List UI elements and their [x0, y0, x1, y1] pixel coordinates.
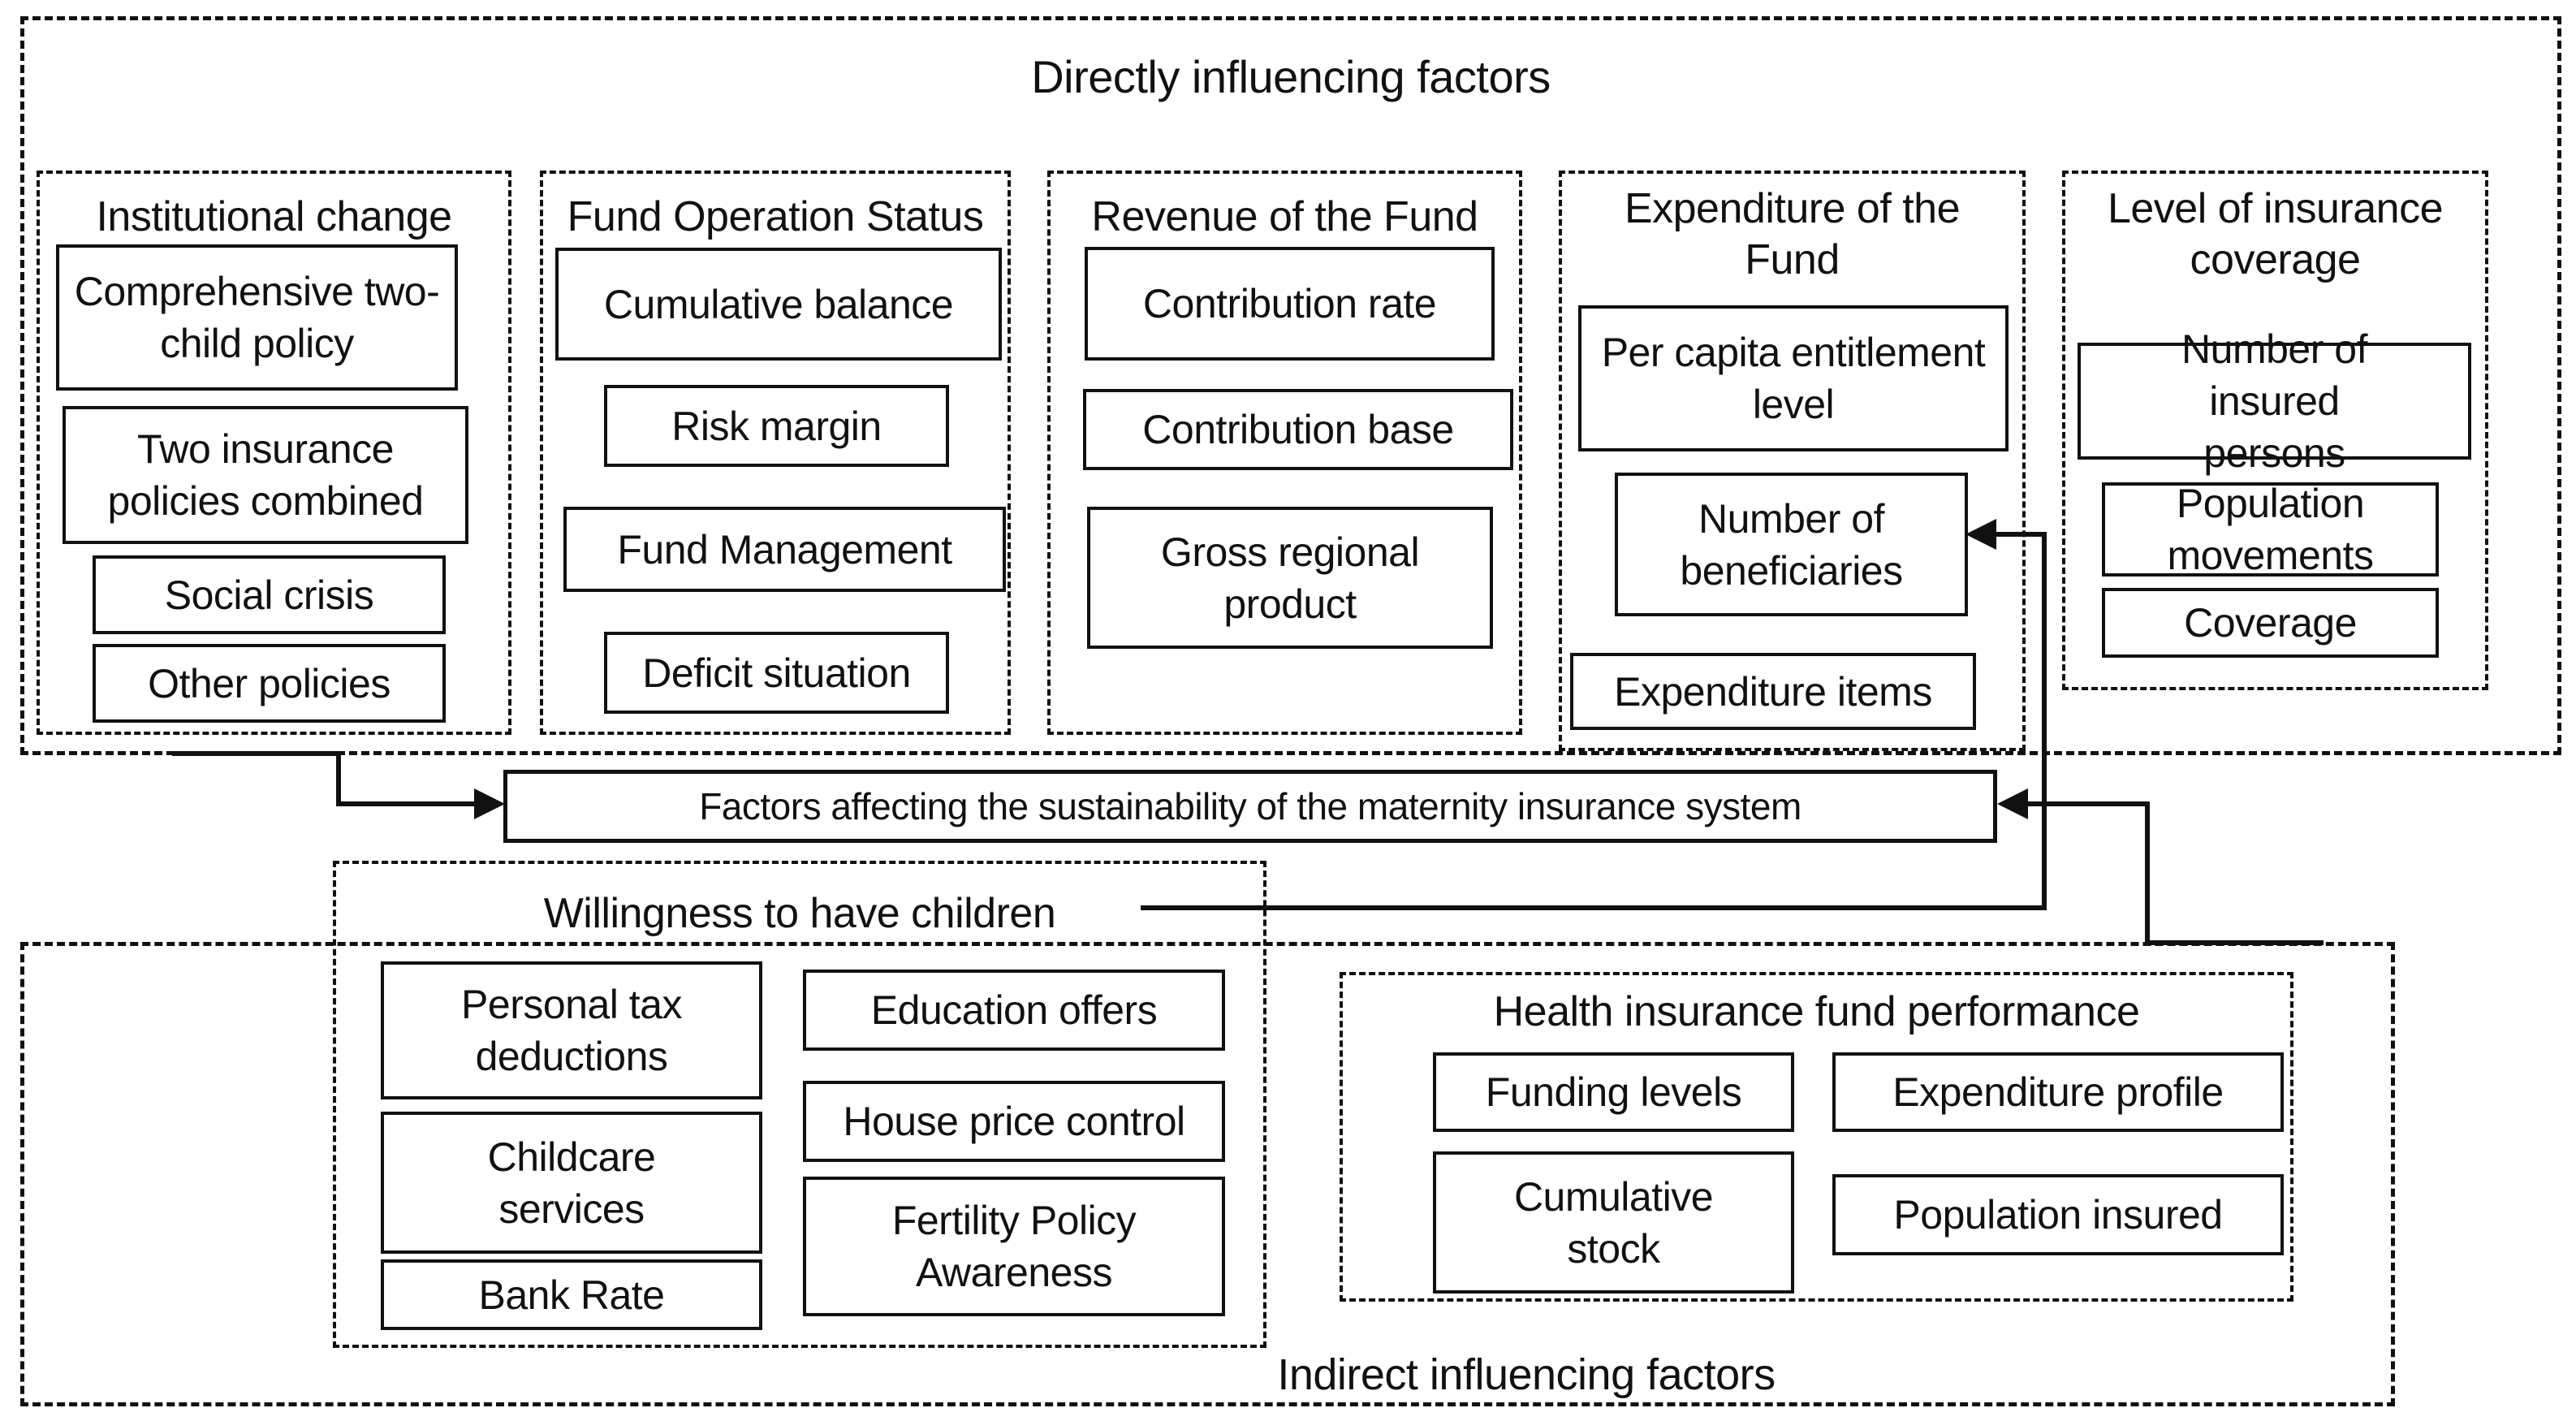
item-expenditure-items: Expenditure items	[1570, 653, 1976, 730]
arrowhead-into-central-right	[1997, 788, 2028, 819]
item-personal-tax-deductions: Personal tax deductions	[381, 961, 762, 1099]
connector-direct-horizontal	[336, 801, 479, 806]
item-house-price-control: House price control	[803, 1081, 1225, 1162]
item-fund-management: Fund Management	[563, 507, 1006, 592]
group-willingness-title: Willingness to have children	[543, 890, 1056, 937]
item-risk-margin: Risk margin	[604, 385, 949, 467]
group-institutional-change: Institutional change Comprehensive two-c…	[37, 171, 511, 735]
group-insurance-coverage-level-title: Level of insurance coverage	[2107, 185, 2444, 284]
group-insurance-coverage-level: Level of insurance coverage Number of in…	[2062, 171, 2488, 690]
arrowhead-into-beneficiaries	[1965, 519, 1996, 550]
item-social-crisis: Social crisis	[93, 555, 446, 634]
item-education-offers: Education offers	[803, 970, 1225, 1051]
connector-indirect-border-overlap	[2145, 940, 2324, 945]
item-number-of-beneficiaries: Number of beneficiaries	[1615, 473, 1968, 616]
connector-direct-vertical	[336, 751, 341, 806]
arrowhead-into-central-left	[474, 788, 505, 819]
indirect-factors-title: Indirect influencing factors	[1277, 1350, 1776, 1399]
item-funding-levels: Funding levels	[1433, 1052, 1794, 1132]
item-deficit-situation: Deficit situation	[604, 632, 949, 714]
item-population-insured: Population insured	[1832, 1174, 2284, 1255]
item-cumulative-balance: Cumulative balance	[555, 248, 1002, 361]
item-childcare-services: Childcare services	[381, 1112, 762, 1254]
group-expenditure-of-fund: Expenditure of the Fund Per capita entit…	[1559, 171, 2026, 751]
item-contribution-rate: Contribution rate	[1085, 247, 1495, 361]
item-other-policies: Other policies	[93, 644, 446, 723]
direct-factors-container	[20, 16, 2561, 755]
group-fund-operation-status-title: Fund Operation Status	[567, 193, 984, 240]
connector-willingness-to-beneficiaries	[1992, 532, 2047, 537]
central-factors-box: Factors affecting the sustainability of …	[503, 770, 1997, 843]
group-willingness-to-have-children: Willingness to have children Personal ta…	[333, 861, 1266, 1348]
group-expenditure-of-fund-title: Expenditure of the Fund	[1624, 185, 1961, 284]
group-fund-operation-status: Fund Operation Status Cumulative balance…	[540, 171, 1011, 735]
item-gross-regional-product: Gross regional product	[1087, 507, 1493, 649]
item-per-capita-entitlement-level: Per capita entitlement level	[1578, 305, 2009, 451]
item-number-of-insured-persons: Number of insured persons	[2078, 326, 2471, 476]
group-health-title: Health insurance fund performance	[1493, 988, 2140, 1035]
connector-indirect-vertical	[2145, 801, 2150, 945]
connector-willingness-vertical	[2042, 532, 2047, 910]
direct-factors-title: Directly influencing factors	[1031, 51, 1551, 102]
item-comprehensive-two-child-policy: Comprehensive two-child policy	[56, 244, 458, 391]
item-fertility-policy-awareness: Fertility Policy Awareness	[803, 1177, 1225, 1316]
item-two-insurance-policies-combined: Two insurance policies combined	[63, 406, 468, 544]
group-revenue-of-fund-title: Revenue of the Fund	[1091, 193, 1478, 240]
item-expenditure-profile: Expenditure profile	[1832, 1052, 2284, 1132]
indirect-factors-container	[20, 942, 2395, 1406]
item-bank-rate: Bank Rate	[381, 1259, 762, 1330]
connector-indirect-horizontal	[2025, 801, 2150, 806]
item-population-movements: Population movements	[2102, 481, 2439, 578]
item-coverage: Coverage	[2102, 588, 2439, 658]
connector-willingness-horizontal	[1141, 905, 2047, 910]
item-contribution-base: Contribution base	[1083, 389, 1513, 470]
item-cumulative-stock: Cumulative stock	[1433, 1151, 1794, 1294]
group-health-insurance-fund-performance: Health insurance fund performance Fundin…	[1340, 972, 2293, 1302]
group-revenue-of-fund: Revenue of the Fund Contribution rate Co…	[1047, 171, 1522, 735]
connector-direct-border-overlap	[172, 751, 338, 756]
group-institutional-change-title: Institutional change	[96, 193, 452, 240]
